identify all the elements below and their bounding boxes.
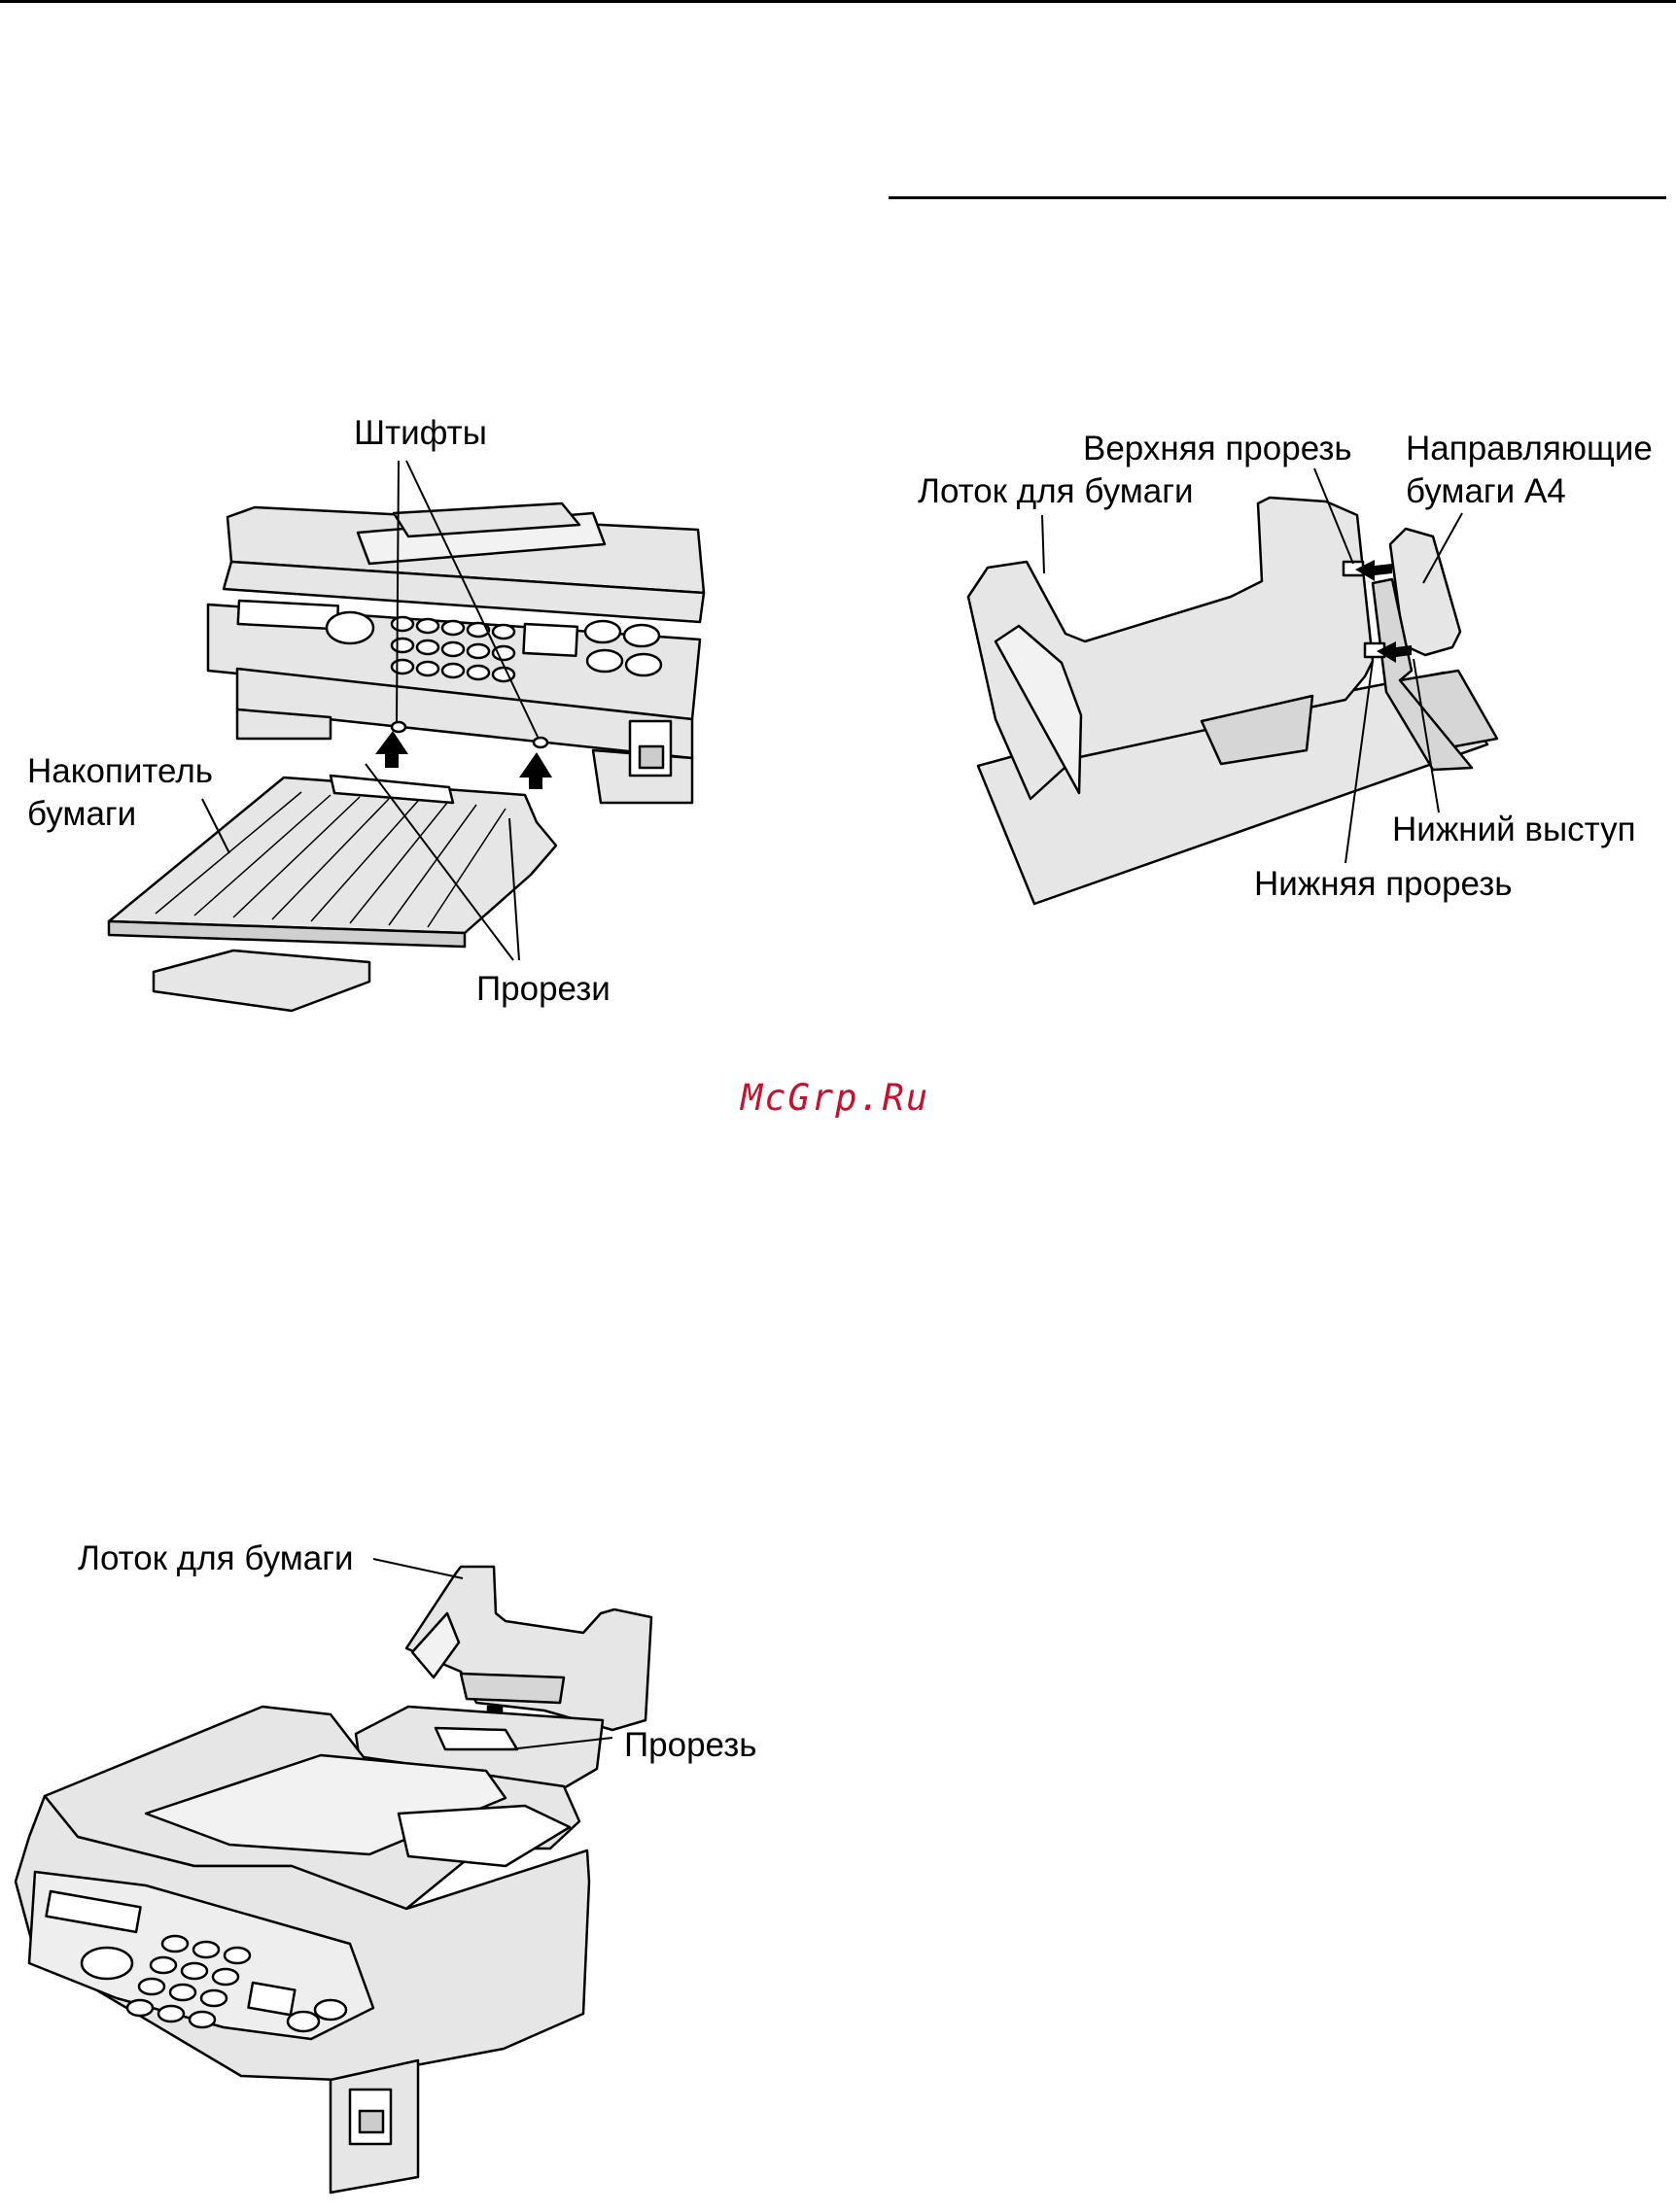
label-paper-tray-bottom: Лоток для бумаги [78,1539,354,1578]
fax-machine-with-tray-drawing [16,1567,651,2193]
label-slot: Прорезь [624,1726,757,1765]
